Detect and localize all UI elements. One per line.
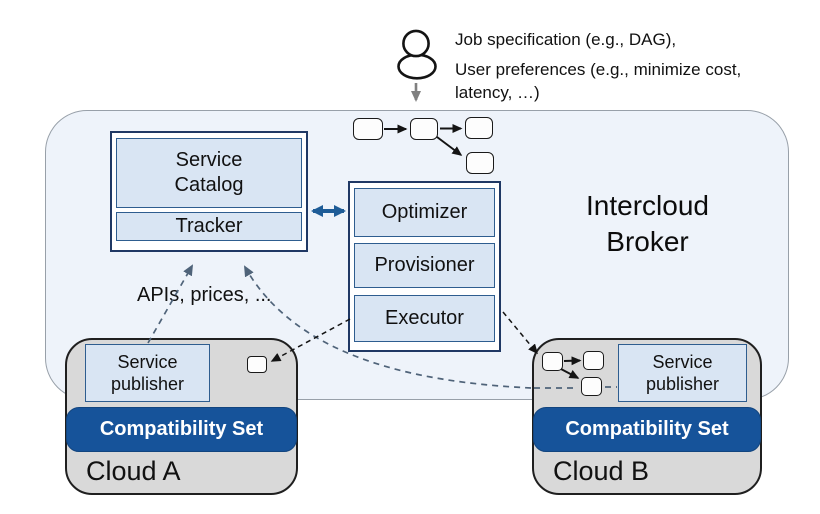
apis-prices-label: APIs, prices, ... [137,284,272,306]
cloud-b-compatibility-label: Compatibility Set [565,418,729,440]
provisioner-box: Provisioner [354,243,495,288]
cloud-a-task-node [247,356,267,373]
executor-label: Executor [385,307,464,329]
service-catalog-label: Service Catalog [174,149,244,196]
cloud-b-service-publisher-label: Service publisher [645,351,720,395]
optimizer-box: Optimizer [354,188,495,237]
dag-node-4 [466,152,494,174]
broker-title: Intercloud Broker [586,190,709,257]
cloud-a-compatibility-set: Compatibility Set [66,407,297,452]
cloud-b-task-node-1 [542,352,563,371]
dag-node-1 [353,118,383,140]
cloud-a-service-publisher-box: Service publisher [85,344,210,402]
cloud-a-service-publisher-label: Service publisher [110,351,185,395]
dag-node-2 [410,118,438,140]
tracker-box: Tracker [116,212,302,241]
latency-label: latency, …) [455,83,540,102]
user-icon [397,29,437,80]
cloud-a-compatibility-label: Compatibility Set [99,418,264,440]
cloud-b-task-node-3 [581,377,602,396]
cloud-b-service-publisher-box: Service publisher [618,344,747,402]
dag-node-3 [465,117,493,139]
user-preferences-label: User preferences (e.g., minimize cost, [455,60,742,79]
optimizer-label: Optimizer [381,201,468,223]
service-catalog-box: Service Catalog [116,138,302,208]
cloud-b-task-node-2 [583,351,604,370]
tracker-label: Tracker [175,215,243,237]
cloud-b-name: Cloud B [553,456,650,486]
executor-box: Executor [354,295,495,342]
provisioner-label: Provisioner [374,254,475,276]
cloud-b-compatibility-set: Compatibility Set [533,407,761,452]
cloud-a-name: Cloud A [86,456,181,486]
job-spec-label: Job specification (e.g., DAG), [455,30,677,49]
